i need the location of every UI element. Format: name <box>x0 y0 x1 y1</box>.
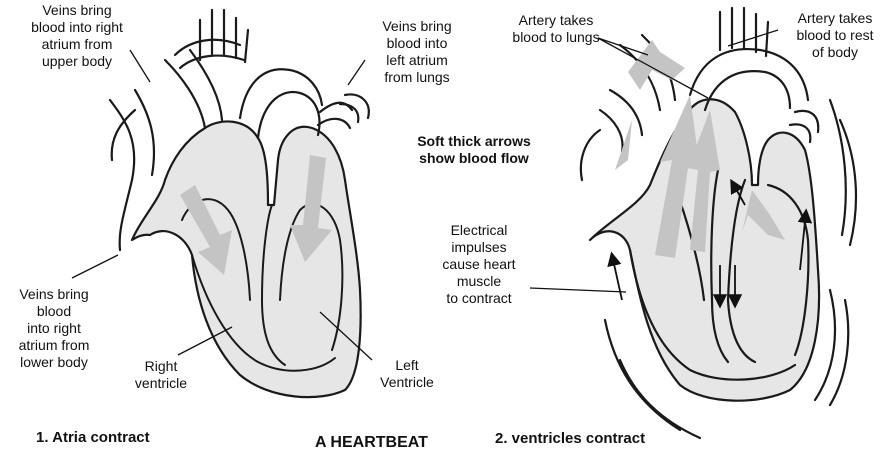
label-artery-to-body: Artery takes blood to rest of body <box>778 10 892 61</box>
diagram-title: A HEARTBEAT <box>315 434 428 452</box>
caption-atria-contract: 1. Atria contract <box>36 429 150 446</box>
caption-ventricles-contract: 2. ventricles contract <box>495 430 645 447</box>
label-left-ventricle: Left Ventricle <box>362 357 452 391</box>
right-heart <box>581 8 856 438</box>
label-veins-from-lungs: Veins bring blood into left atrium from … <box>358 18 476 86</box>
label-right-ventricle: Right ventricle <box>122 358 200 392</box>
label-veins-lower-body: Veins bring blood into right atrium from… <box>0 286 108 371</box>
label-artery-to-lungs: Artery takes blood to lungs <box>490 12 622 46</box>
flow-arrows-note: Soft thick arrows show blood flow <box>385 133 563 167</box>
label-electrical-impulses: Electrical impulses cause heart muscle t… <box>423 222 535 307</box>
label-veins-upper-body: Veins bring blood into right atrium from… <box>2 2 152 70</box>
